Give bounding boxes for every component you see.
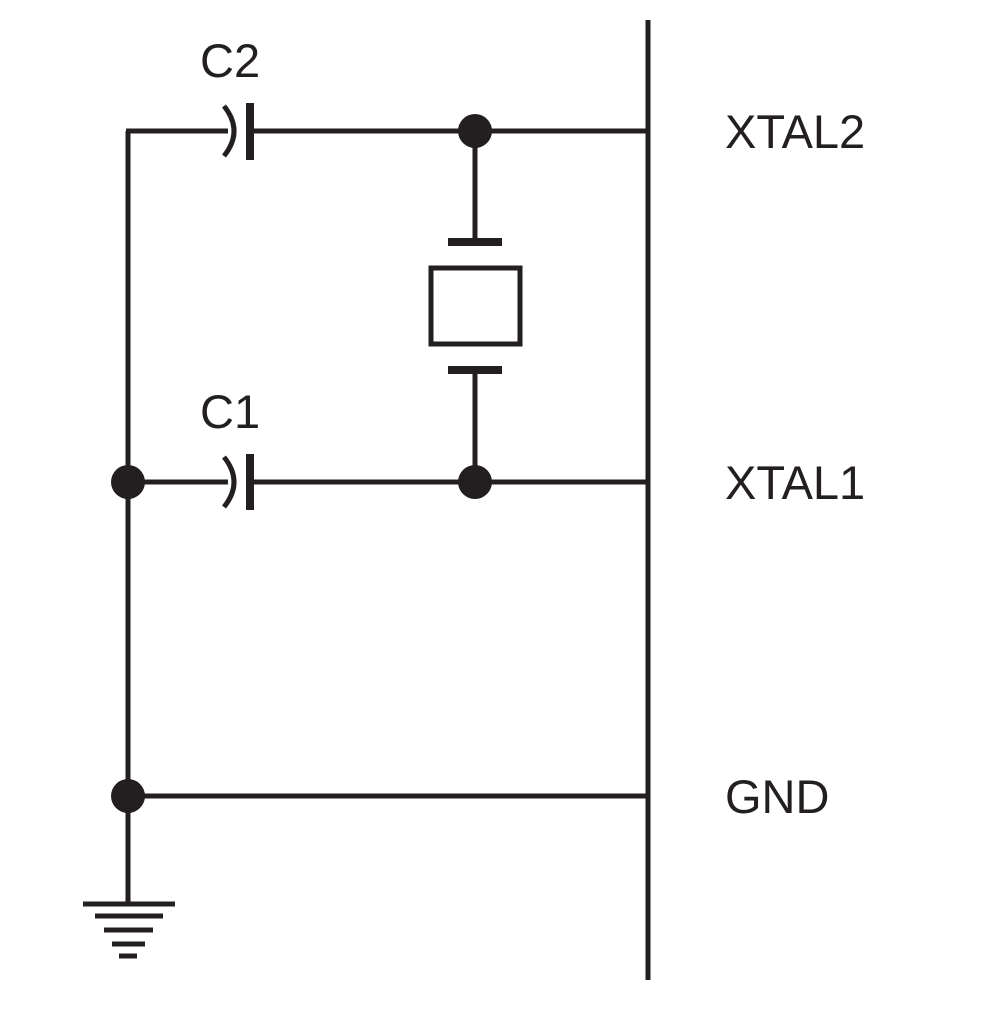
ground-symbol <box>83 901 175 959</box>
label-gnd: GND <box>725 770 829 823</box>
crystal-body <box>428 265 523 347</box>
label-c1: C1 <box>200 385 260 438</box>
capacitor-c1 <box>221 454 254 510</box>
junction-rail-gnd <box>111 779 145 813</box>
crystal <box>428 238 523 374</box>
label-xtal2: XTAL2 <box>725 105 865 158</box>
c1-curved-plate <box>221 455 237 509</box>
junction-rail-c1 <box>111 465 145 499</box>
label-xtal1: XTAL1 <box>725 456 865 509</box>
junction-xtal2-crystal <box>458 114 492 148</box>
junction-xtal1-crystal <box>458 465 492 499</box>
capacitor-c2 <box>221 103 254 160</box>
c2-curved-plate <box>221 104 237 158</box>
label-c2: C2 <box>200 34 260 87</box>
